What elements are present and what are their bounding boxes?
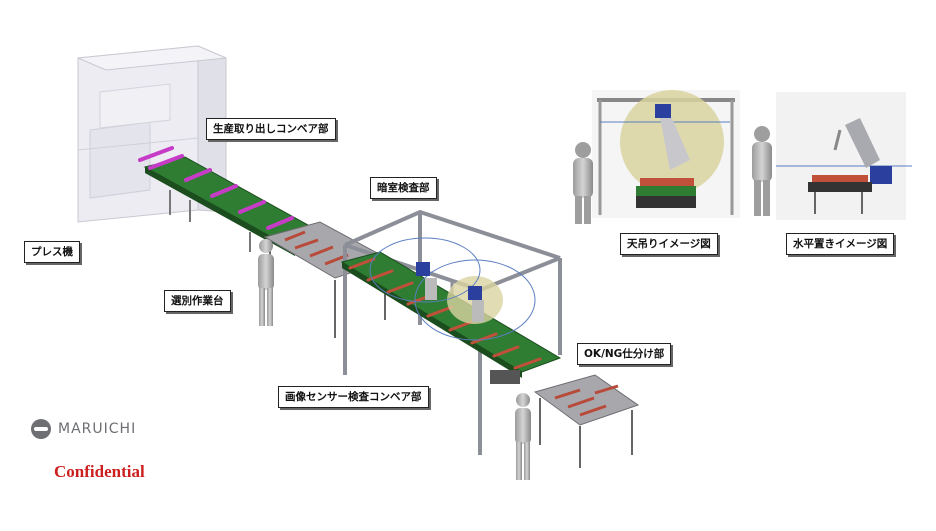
label-production-takeout-conveyor: 生産取り出しコンベア部 bbox=[206, 118, 336, 140]
brand-name: MARUICHI bbox=[58, 421, 137, 437]
horizontal-placement-inset-illustration bbox=[752, 92, 912, 220]
ceiling-hung-inset-illustration bbox=[573, 90, 740, 224]
worker-figure bbox=[258, 239, 274, 326]
confidential-notice: Confidential bbox=[54, 462, 145, 481]
ok-ng-table-illustration bbox=[533, 374, 640, 468]
maruichi-logo-icon bbox=[31, 419, 51, 439]
label-sorting-workbench: 選別作業台 bbox=[164, 290, 231, 312]
takeout-conveyor-illustration bbox=[138, 146, 337, 256]
brand-logo: MARUICHI bbox=[30, 418, 136, 440]
press-machine-illustration bbox=[77, 45, 227, 223]
label-dark-room-inspection: 暗室検査部 bbox=[370, 177, 437, 199]
image-sensor-conveyor-illustration bbox=[340, 237, 562, 384]
label-ceiling-hung-image: 天吊りイメージ図 bbox=[620, 233, 718, 255]
worker-figure bbox=[515, 393, 531, 480]
label-horizontal-placement-image: 水平置きイメージ図 bbox=[786, 233, 895, 255]
label-ok-ng-sorting: OK/NG仕分け部 bbox=[577, 343, 672, 365]
label-image-sensor-conveyor: 画像センサー検査コンベア部 bbox=[278, 386, 429, 408]
label-press-machine: プレス機 bbox=[24, 241, 80, 263]
